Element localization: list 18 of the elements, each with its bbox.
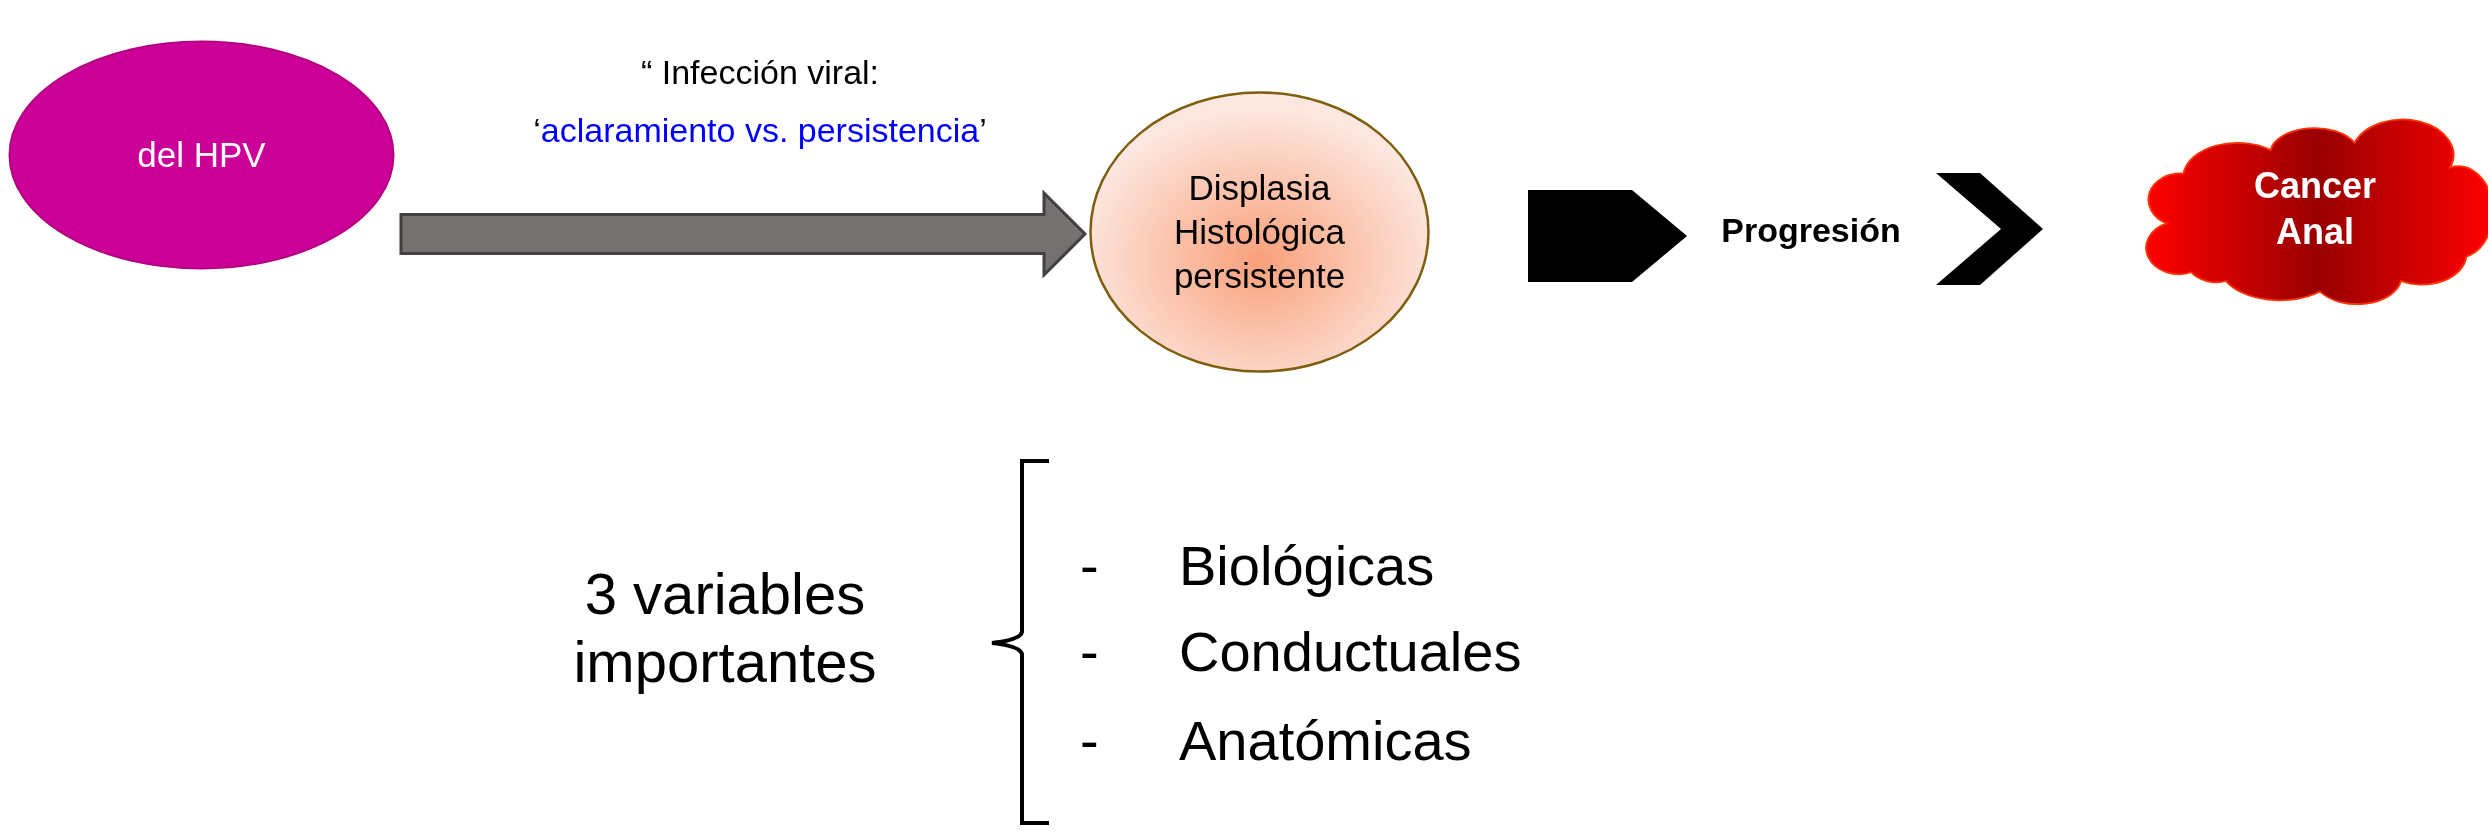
node-text: Progresión	[1721, 210, 1901, 251]
heading-text: 3 variables importantes	[572, 560, 878, 696]
ellipse-node	[8, 40, 395, 270]
chevron-arrow	[1936, 173, 2043, 285]
annotation-text: ‘aclaramiento vs. persistencia’	[532, 110, 988, 151]
list-dash: -	[1080, 533, 1099, 599]
node-text: Cancer Anal	[2252, 163, 2378, 254]
node-text: Displasia Histológica persistente	[1172, 167, 1347, 297]
list-dash: -	[1080, 619, 1099, 685]
list-item: Anatómicas	[1179, 708, 1472, 774]
list-item: Conductuales	[1179, 619, 1522, 685]
list-item: Biológicas	[1179, 533, 1435, 599]
node-text: del HPV	[137, 134, 266, 176]
list-dash: -	[1080, 708, 1099, 774]
annotation-text: “ Infección viral:	[639, 52, 881, 93]
block-arrow	[1528, 190, 1687, 282]
block-arrow	[399, 189, 1088, 279]
ellipse-node	[1089, 91, 1430, 373]
